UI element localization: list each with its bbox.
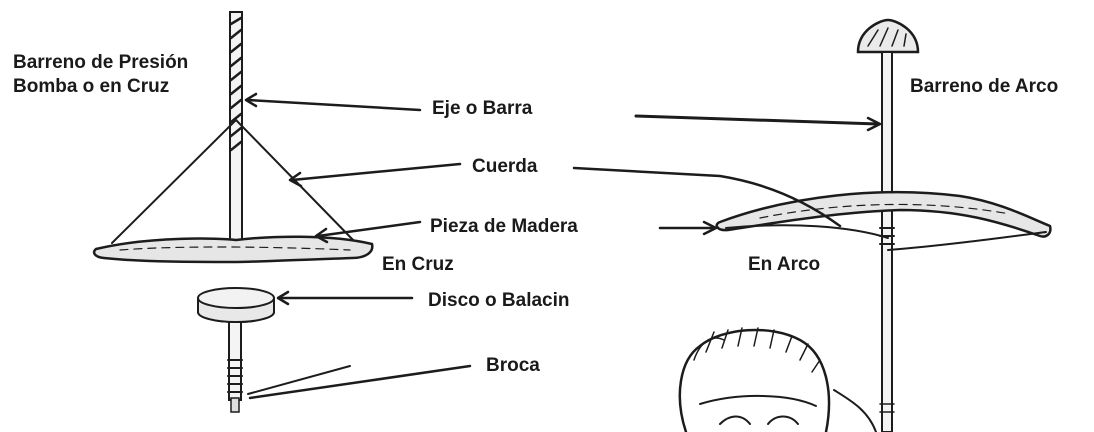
bit-label: Broca: [486, 355, 540, 376]
wood-piece-label: Pieza de Madera: [430, 216, 578, 237]
pump-drill-shaft: [227, 11, 243, 413]
pressure-drill-title-line1: Barreno de Presión: [13, 52, 189, 73]
bow-drill: [678, 18, 1052, 432]
bow-variant-label: En Arco: [748, 254, 821, 275]
bow-drill-title: Barreno de Arco: [910, 76, 1059, 97]
disc-label: Disco o Balacin: [428, 290, 570, 311]
cord-label: Cuerda: [472, 156, 538, 177]
figure-head-sketch: [678, 327, 877, 432]
shaft-label: Eje o Barra: [432, 98, 533, 119]
bow-drill-string: [725, 224, 1047, 251]
leader-arrows: [244, 92, 882, 400]
bow-drill-shaft: [881, 51, 893, 432]
pressure-drill-title-line2: Bomba o en Cruz: [13, 76, 170, 97]
pump-drill: [92, 11, 374, 413]
pump-drill-crossbar: [92, 235, 374, 264]
pump-drill-disc: [197, 287, 275, 323]
cross-variant-label: En Cruz: [382, 254, 454, 275]
bow-drill-handle: [856, 18, 920, 54]
pump-drill-cord: [111, 119, 357, 244]
